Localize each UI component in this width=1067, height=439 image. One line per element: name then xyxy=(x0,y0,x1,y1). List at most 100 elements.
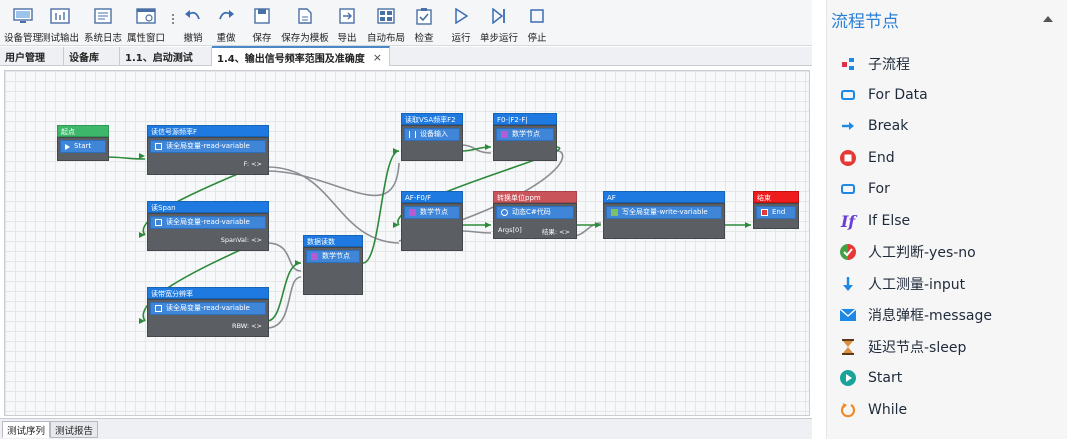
check-button[interactable]: 检查 xyxy=(411,2,437,44)
device-manage-icon xyxy=(12,6,34,26)
panel-item-yes-no[interactable]: 人工判断-yes-no xyxy=(839,241,976,263)
variable-icon xyxy=(155,219,162,226)
flow-node-start[interactable]: 起点 Start xyxy=(57,125,109,161)
system-log-icon xyxy=(92,6,114,26)
save-button[interactable]: 保存 xyxy=(249,2,275,44)
collapse-icon[interactable] xyxy=(1043,16,1053,22)
close-icon[interactable]: × xyxy=(372,50,382,64)
panel-item-for[interactable]: For xyxy=(839,178,890,200)
tab-test-sequence[interactable]: 测试序列 xyxy=(2,421,51,438)
undo-button[interactable]: 撤销 xyxy=(180,2,206,44)
panel-item-for-data[interactable]: For Data xyxy=(839,84,928,106)
wire-calc-to-vsa xyxy=(362,150,400,264)
redo-icon xyxy=(215,6,237,26)
bottom-tabs: 测试序列 测试报告 xyxy=(0,418,812,439)
flow-node-read-rbw[interactable]: 读带宽分辨率 读全局变量-read-variable RBW: <> xyxy=(147,287,269,337)
flow-node-calc-reading[interactable]: 数据读数 数学节点 xyxy=(303,235,363,295)
flow-node-end[interactable]: 结束 End xyxy=(753,191,799,229)
play-icon xyxy=(65,143,70,150)
while-icon xyxy=(839,401,857,419)
flow-node-read-vsa[interactable]: 读取VSA频率F2 设备输入 xyxy=(401,113,463,161)
code-icon xyxy=(501,209,508,216)
panel-item-sleep[interactable]: 延迟节点-sleep xyxy=(839,336,966,358)
message-icon xyxy=(839,306,857,324)
end-icon xyxy=(839,149,857,167)
flow-node-af-write[interactable]: AF 写全局变量-write-variable xyxy=(603,191,725,239)
property-window-icon xyxy=(135,6,157,26)
arrow-head xyxy=(485,144,491,150)
test-output-button[interactable]: 测试输出 xyxy=(40,2,80,44)
flow-node-read-span[interactable]: 读Span 读全局变量-read-variable SpanVal: <> xyxy=(147,201,269,251)
save-as-template-button[interactable]: 保存为模板 xyxy=(280,2,330,44)
flow-node-f0-calc[interactable]: F0-|F2-F| 数学节点 xyxy=(493,113,557,161)
input-icon xyxy=(839,275,857,293)
check-icon xyxy=(413,6,435,26)
redo-button[interactable]: 重做 xyxy=(213,2,239,44)
arrow-head xyxy=(745,222,751,228)
arrow-head xyxy=(393,222,399,228)
panel-item-if-else[interactable]: If If Else xyxy=(840,211,911,231)
break-icon xyxy=(839,117,857,135)
if-else-icon: If xyxy=(840,211,856,231)
start-icon xyxy=(839,369,857,387)
subflow-icon xyxy=(839,55,857,73)
wire-start-to-readf xyxy=(104,156,146,160)
math-icon xyxy=(311,253,318,260)
wire-af-to-ppm xyxy=(460,230,492,234)
flow-canvas[interactable]: 起点 Start 读信号源频率F 读全局变量-read-variable F: … xyxy=(4,70,810,416)
yes-no-icon xyxy=(839,243,857,261)
save-icon xyxy=(251,6,273,26)
arrow-head xyxy=(139,232,145,238)
math-icon xyxy=(409,209,416,216)
flow-node-read-f[interactable]: 读信号源频率F 读全局变量-read-variable F: <> xyxy=(147,125,269,175)
wire-f-to-f0 xyxy=(266,162,400,197)
system-log-button[interactable]: 系统日志 xyxy=(83,2,123,44)
panel-header: 流程节点 xyxy=(831,6,1059,32)
arrow-head xyxy=(139,153,145,159)
document-tabs: 用户管理 设备库 1.1、启动测试 1.4、输出信号频率范围及准确度 × xyxy=(0,46,812,66)
stop-button[interactable]: 停止 xyxy=(524,2,550,44)
auto-layout-button[interactable]: 自动布局 xyxy=(366,2,406,44)
device-input-icon xyxy=(409,131,416,138)
tab-test-report[interactable]: 测试报告 xyxy=(50,421,99,438)
panel-item-end[interactable]: End xyxy=(839,147,895,169)
tab-user-management[interactable]: 用户管理 xyxy=(0,47,64,66)
wire-span-to-calc xyxy=(266,242,302,272)
tab-startup-test[interactable]: 1.1、启动测试 xyxy=(120,47,212,66)
panel-title: 流程节点 xyxy=(831,11,899,32)
export-button[interactable]: 导出 xyxy=(334,2,360,44)
step-run-icon xyxy=(488,6,510,26)
save-as-template-icon xyxy=(294,6,316,26)
arrow-head xyxy=(485,222,491,228)
panel-item-start[interactable]: Start xyxy=(839,367,902,389)
toolbar: 设备管理 测试输出 系统日志 属性窗口 撤销 xyxy=(0,0,812,46)
device-manage-button[interactable]: 设备管理 xyxy=(0,2,46,44)
arrow-head xyxy=(393,148,399,154)
tab-device-library[interactable]: 设备库 xyxy=(64,47,120,66)
for-icon xyxy=(839,180,857,198)
step-run-button[interactable]: 单步运行 xyxy=(479,2,519,44)
run-button[interactable]: 运行 xyxy=(448,2,474,44)
stop-icon xyxy=(526,6,548,26)
property-window-button[interactable]: 属性窗口 xyxy=(125,2,167,44)
wire-f-to-ppm xyxy=(266,166,400,244)
panel-item-input[interactable]: 人工测量-input xyxy=(839,273,965,295)
panel-item-while[interactable]: While xyxy=(839,399,907,421)
tab-output-frequency[interactable]: 1.4、输出信号频率范围及准确度 × xyxy=(212,46,390,66)
stop-square-icon xyxy=(761,209,768,216)
auto-layout-icon xyxy=(375,6,397,26)
flow-node-panel: 流程节点 子流程 For Data Break End xyxy=(826,0,1067,439)
wire-rbw-to-calc xyxy=(266,262,302,322)
run-icon xyxy=(450,6,472,26)
arrow-head xyxy=(139,318,145,324)
undo-icon xyxy=(182,6,204,26)
panel-item-subflow[interactable]: 子流程 xyxy=(839,53,910,75)
flow-node-af-f0f[interactable]: AF-F0/F 数学节点 xyxy=(401,191,463,251)
panel-item-message[interactable]: 消息弹框-message xyxy=(839,304,992,326)
arrow-head xyxy=(295,260,301,266)
flow-node-convert-ppm[interactable]: 转换单位ppm 动态C#代码 Args[0] 结果: <> xyxy=(493,191,577,239)
toolbar-separator xyxy=(172,14,174,28)
wire-rbw-to-calc xyxy=(266,276,302,329)
panel-item-break[interactable]: Break xyxy=(839,115,908,137)
